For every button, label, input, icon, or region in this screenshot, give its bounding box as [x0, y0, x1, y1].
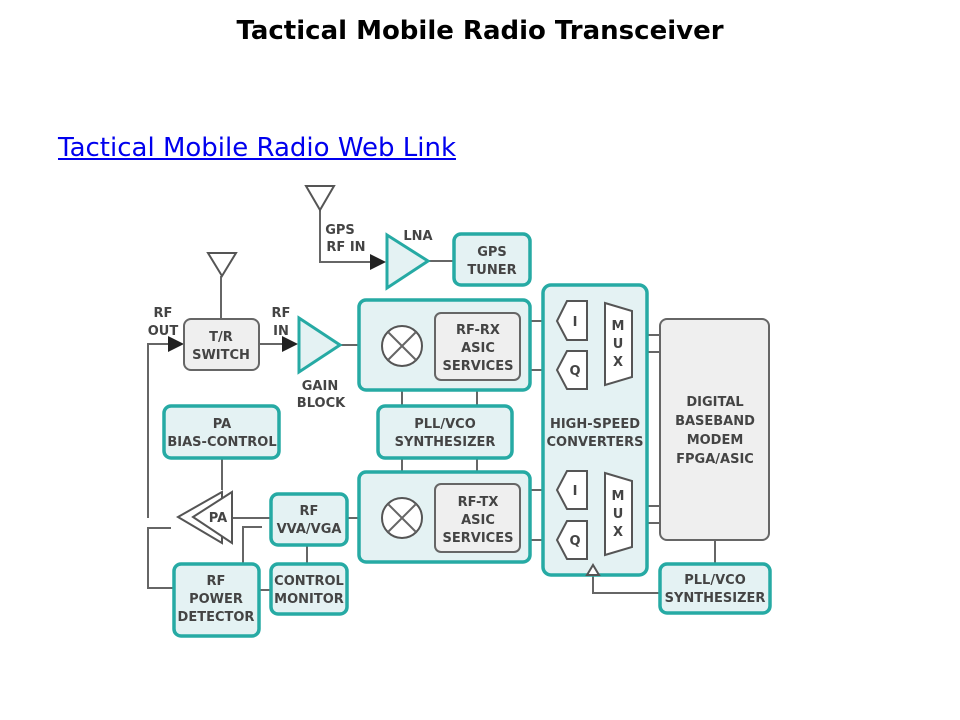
converters-label-2: CONVERTERS [547, 435, 644, 450]
rf-tx-label: RF-TX [458, 495, 499, 510]
gps-antenna-icon [304, 185, 336, 212]
power-detector-label: RF [207, 574, 226, 589]
control-monitor-block [269, 562, 349, 616]
gps-tuner-label-2: TUNER [467, 263, 516, 278]
mux-label-m: M [612, 319, 625, 334]
web-link[interactable]: Tactical Mobile Radio Web Link [58, 133, 457, 163]
rf-rx-label: RF-RX [456, 323, 500, 338]
rf-rx-block [434, 312, 521, 381]
baseband-label-2: BASEBAND [675, 414, 755, 429]
mux-upper [604, 301, 633, 387]
rf-in-label-2: IN [273, 324, 289, 339]
adc-i-label: I [573, 315, 578, 330]
pa-amplifier-icon [176, 490, 233, 545]
tr-switch-block [183, 318, 260, 371]
adc-i-label-2: I [573, 484, 578, 499]
power-detector-label-3: DETECTOR [178, 610, 255, 625]
gps-tuner-label: GPS [477, 245, 507, 260]
vva-label: RF [300, 504, 319, 519]
rf-power-detector-block [172, 562, 261, 638]
rf-tx-block [434, 483, 521, 553]
gps-rf-in-label-2: RF IN [326, 240, 365, 255]
pa-bias-label: PA [213, 417, 231, 432]
lna-label: LNA [403, 229, 432, 244]
adc-q-label-2: Q [569, 534, 580, 549]
adc-q-label: Q [569, 364, 580, 379]
pll-vco-bottom-block [658, 562, 772, 615]
baseband-label-4: FPGA/ASIC [676, 452, 754, 467]
rf-tx-label-2: ASIC [461, 513, 495, 528]
gps-rf-in-label: GPS [325, 223, 355, 238]
rf-tx-label-3: SERVICES [443, 531, 514, 546]
lna-amplifier [385, 232, 431, 291]
mux-label-x: X [613, 355, 623, 370]
tx-mixer-icon [381, 497, 423, 539]
clock-input-triangle-icon [585, 563, 601, 576]
rf-rx-label-2: ASIC [461, 341, 495, 356]
control-monitor-label-2: MONITOR [274, 592, 344, 607]
rf-out-label: RF [154, 306, 173, 321]
adc-i-lower [555, 470, 588, 510]
slide-title: Tactical Mobile Radio Transceiver [236, 16, 724, 46]
pll-mid-label-2: SYNTHESIZER [395, 435, 496, 450]
adc-q-lower [555, 520, 588, 560]
control-monitor-label: CONTROL [274, 574, 344, 589]
tr-switch-label: T/R [209, 330, 233, 345]
adc-q-upper [555, 350, 588, 390]
rf-out-label-2: OUT [148, 324, 179, 339]
mux-label-u: U [613, 337, 624, 352]
gain-block-label: GAIN [302, 379, 338, 394]
rf-in-label: RF [272, 306, 291, 321]
pll-bottom-label: PLL/VCO [684, 573, 746, 588]
baseband-label-3: MODEM [687, 433, 744, 448]
vva-label-2: VVA/VGA [277, 522, 342, 537]
mux-lower [604, 471, 633, 557]
tr-antenna-icon [206, 252, 238, 278]
pll-bottom-label-2: SYNTHESIZER [665, 591, 766, 606]
gps-tuner-block [452, 232, 532, 287]
converters-label: HIGH-SPEED [550, 417, 640, 432]
adc-i-upper [555, 300, 588, 341]
digital-baseband-block [659, 318, 770, 541]
mux-label-x-2: X [613, 525, 623, 540]
pll-mid-label: PLL/VCO [414, 417, 476, 432]
pll-vco-mid-block [376, 404, 514, 460]
pa-bias-label-2: BIAS-CONTROL [167, 435, 276, 450]
tr-switch-label-2: SWITCH [192, 348, 250, 363]
pa-bias-control-block [162, 404, 281, 460]
baseband-label: DIGITAL [686, 395, 743, 410]
gain-block-label-2: BLOCK [297, 396, 346, 411]
mux-label-m-2: M [612, 489, 625, 504]
rf-vva-vga-block [269, 492, 349, 547]
mux-label-u-2: U [613, 507, 624, 522]
rx-mixer-icon [381, 325, 423, 367]
rf-rx-label-3: SERVICES [443, 359, 514, 374]
pa-label: PA [209, 511, 227, 526]
gain-block-amplifier [297, 315, 343, 375]
power-detector-label-2: POWER [189, 592, 243, 607]
